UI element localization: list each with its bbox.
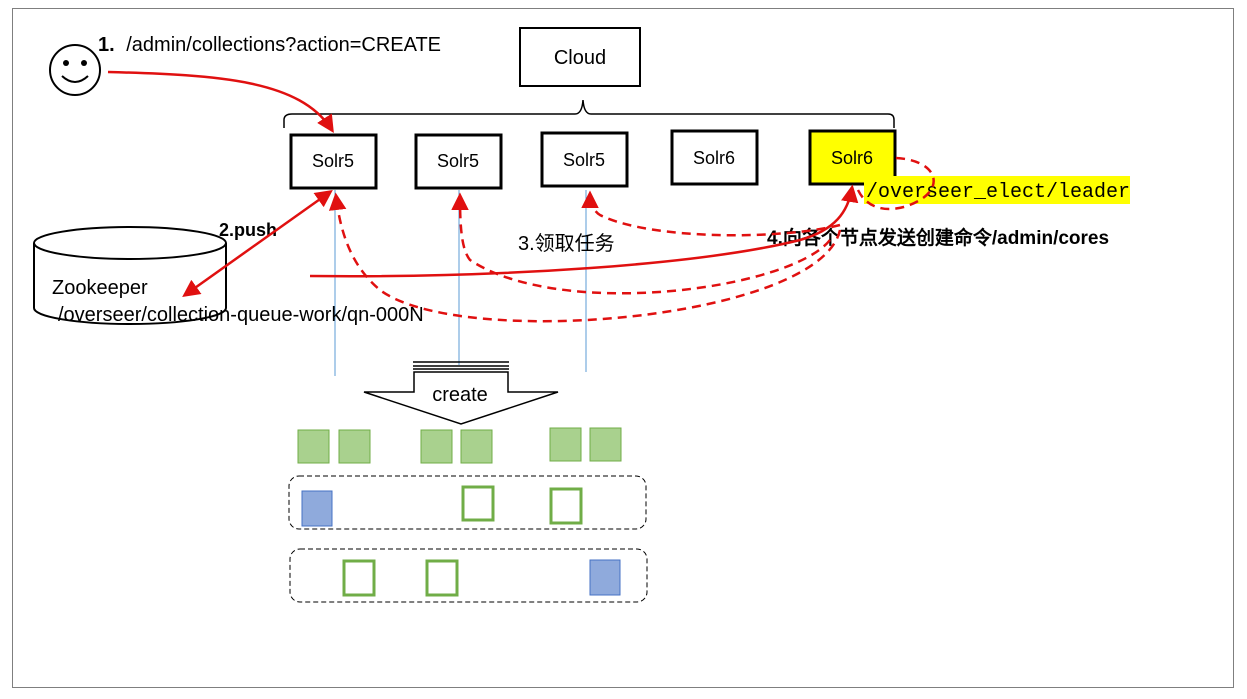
solr-node-label: Solr6 bbox=[831, 148, 873, 168]
replica-outline bbox=[342, 559, 376, 597]
dispatch-arrow-2 bbox=[451, 192, 831, 295]
step4-text: 4.向各个节点发送创建命令 bbox=[767, 226, 993, 249]
replica-square bbox=[297, 429, 330, 464]
leader-loop bbox=[856, 156, 935, 211]
replica-square bbox=[549, 427, 582, 462]
step3-text: 3.领取任务 bbox=[518, 232, 615, 255]
create-label: create bbox=[432, 384, 488, 406]
zookeeper-cylinder: Zookeeper bbox=[33, 226, 227, 325]
replica-outline bbox=[425, 559, 459, 597]
dispatch-arrow-1 bbox=[328, 192, 842, 323]
replica-blue bbox=[589, 559, 621, 596]
solr-node-label: Solr5 bbox=[312, 151, 354, 171]
dispatch-arrow-3 bbox=[581, 190, 841, 237]
replica-square bbox=[589, 427, 622, 462]
solr-node-label: Solr5 bbox=[563, 150, 605, 170]
step3-label: 3.领取任务 bbox=[518, 232, 615, 255]
solr-node-3: Solr5 bbox=[540, 131, 629, 188]
diagram-frame bbox=[12, 8, 1234, 688]
solr-node-1: Solr5 bbox=[289, 133, 378, 190]
solr-node-5-leader: Solr6 bbox=[808, 129, 897, 186]
replica-outline bbox=[549, 487, 583, 525]
push-arrow bbox=[182, 189, 333, 298]
request-arrow bbox=[107, 70, 334, 133]
dashed-arrows bbox=[328, 156, 935, 323]
guide-lines bbox=[334, 190, 587, 376]
leader-path-label: /overseer_elect/leader bbox=[864, 176, 1130, 204]
solr-node-2: Solr5 bbox=[414, 133, 503, 190]
shard-container-1 bbox=[288, 475, 647, 530]
create-arrow: create bbox=[363, 361, 559, 425]
step1-label: 1. /admin/collections?action=CREATE bbox=[98, 34, 441, 56]
user-smiley-icon bbox=[49, 44, 101, 96]
zookeeper-queue-path: /overseer/collection-queue-work/qn-000N bbox=[58, 304, 424, 326]
solr-node-label: Solr5 bbox=[437, 151, 479, 171]
replica-outline bbox=[461, 485, 495, 522]
leader-fetch-arrow bbox=[309, 184, 859, 278]
replica-square bbox=[460, 429, 493, 464]
leader-path-text: /overseer_elect/leader bbox=[866, 181, 1130, 204]
replica-square bbox=[338, 429, 371, 464]
step4-path: /admin/cores bbox=[992, 228, 1109, 249]
solr-node-4: Solr6 bbox=[670, 129, 759, 186]
zookeeper-title: Zookeeper bbox=[52, 277, 148, 299]
cluster-brace bbox=[283, 99, 895, 128]
cloud-box: Cloud bbox=[519, 27, 641, 87]
solr-node-label: Solr6 bbox=[693, 148, 735, 168]
red-arrows bbox=[107, 70, 859, 298]
step1-url: /admin/collections?action=CREATE bbox=[126, 34, 441, 56]
shard-container-2 bbox=[289, 548, 648, 603]
replica-row-top bbox=[297, 427, 622, 464]
step1-number: 1. bbox=[98, 34, 115, 56]
replica-blue bbox=[301, 490, 333, 527]
replica-square bbox=[420, 429, 453, 464]
cloud-label: Cloud bbox=[554, 47, 606, 69]
